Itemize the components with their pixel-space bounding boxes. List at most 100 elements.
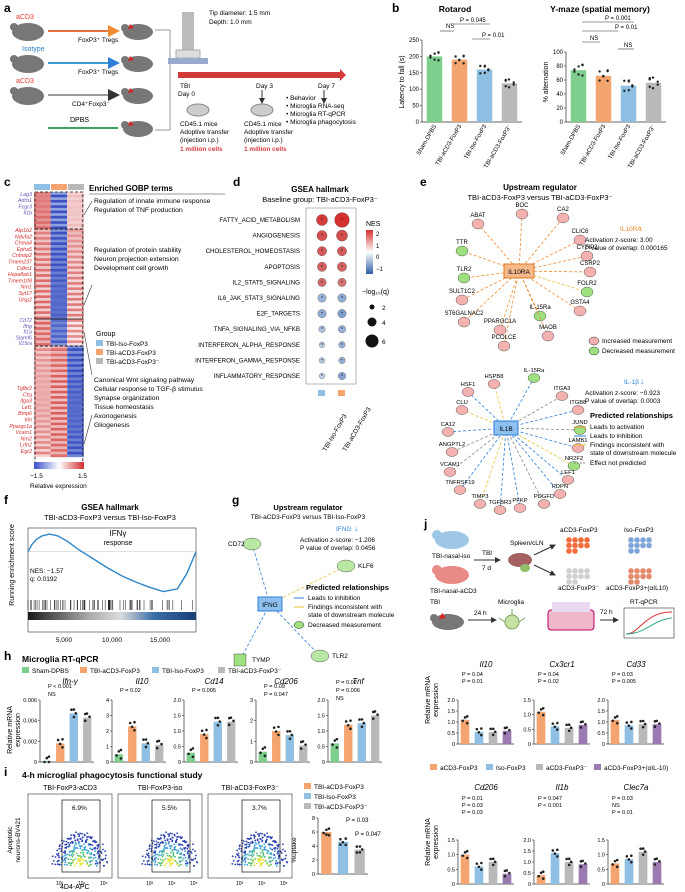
heat-cell: [50, 324, 68, 328]
flow-event: [66, 864, 69, 866]
h-legend-swatch: [152, 667, 159, 673]
flow-event: [261, 862, 264, 865]
heat-cell: [67, 274, 84, 277]
data-point: [458, 58, 461, 61]
flow-event: [239, 844, 241, 846]
heat-cell: [50, 377, 68, 381]
gene-node-label: JUND: [572, 420, 587, 426]
heat-cell: [67, 268, 84, 272]
flow-event: [251, 849, 254, 852]
heat-cell: [67, 197, 84, 201]
y-tick-label: 2.0: [597, 698, 605, 704]
cell-icon: [577, 536, 585, 544]
heat-cell: [67, 284, 84, 288]
y-tick-label: 0.002: [23, 739, 37, 745]
data-point: [579, 865, 583, 869]
heat-cell: [34, 419, 51, 423]
tbi-device: [168, 12, 208, 64]
flow-event: [251, 855, 254, 858]
flow-event: [247, 858, 250, 861]
flow-event: [187, 844, 190, 847]
y-tick-label: 1.0: [317, 729, 325, 735]
data-point: [335, 746, 339, 749]
cell-icon: [583, 542, 591, 549]
bar: [285, 735, 294, 762]
flow-event: [78, 854, 81, 857]
data-point: [581, 859, 584, 863]
q-value: q: 0.0192: [30, 576, 57, 583]
heat-cell: [34, 316, 51, 320]
j-legend-swatch: [486, 764, 493, 770]
gene-node-label: PCOLCE: [492, 335, 517, 341]
data-point: [639, 719, 642, 723]
j-tbi2: TBI: [430, 599, 440, 606]
edge: [459, 427, 507, 491]
il1b-network: HSPB8IL-15RaHSF1ITGA3ITGB8CLUJUNDCA12LAM…: [439, 368, 588, 515]
y-tick-label: 0: [452, 882, 455, 888]
data-point: [507, 78, 511, 81]
scale-max: 1.5: [78, 473, 87, 480]
f-xtick-1: 5,000: [56, 637, 73, 644]
heat-cell: [34, 245, 51, 248]
gsea-dot: [338, 341, 346, 349]
gene-node: [555, 391, 569, 401]
gobp-term: Regulation of innate immune response: [94, 198, 211, 205]
heat-cell: [50, 327, 68, 330]
heat-cell: [34, 396, 51, 399]
pred-5: Effect not predicted: [590, 460, 646, 467]
flow-event: [185, 862, 187, 865]
flow-event: [95, 865, 98, 867]
scale-min: −1.5: [30, 473, 43, 480]
h-legend-1: Sham-DPBS: [32, 668, 70, 675]
heat-cell: [50, 343, 68, 346]
flow-event: [251, 859, 254, 862]
heat-cell: [50, 409, 68, 413]
gene-node-label: TLR2: [457, 267, 472, 273]
heat-cell: [67, 303, 84, 307]
flow-event: [103, 864, 106, 867]
cluster-box: [34, 191, 84, 230]
heat-cell: [50, 319, 68, 323]
heat-cell: [34, 438, 51, 442]
flow-event: [84, 860, 87, 862]
flow-event: [172, 853, 175, 856]
flow-event: [156, 853, 159, 856]
cell-icon: [633, 578, 641, 586]
y-tick-label: 0.5: [523, 727, 531, 733]
y-tick-label: 0.5: [597, 731, 605, 737]
flow-event: [257, 842, 260, 845]
bar: [570, 70, 587, 122]
sig-star: *: [341, 249, 343, 255]
heat-cell: [50, 454, 68, 458]
gene-node: [571, 443, 585, 453]
heat-cell: [50, 348, 68, 352]
gene-node-label: CLU: [456, 400, 468, 406]
flow-event: [54, 863, 57, 866]
j-legend-4: aCD3-FoxP3+(αIL-10): [604, 765, 668, 772]
flow-event: [164, 835, 166, 838]
heat-cell: [67, 226, 84, 230]
heat-cell: [67, 290, 84, 293]
j-tbi: TBI: [482, 550, 492, 557]
flow-event: [67, 858, 70, 861]
flow-event: [88, 856, 91, 859]
flow-event: [71, 840, 74, 843]
gene-node: [573, 425, 587, 435]
heat-cell: [67, 393, 84, 397]
gene-label: Vcam1: [16, 430, 33, 436]
flow-event: [284, 857, 287, 860]
flow-event: [152, 840, 155, 843]
heat-cell: [34, 414, 51, 418]
flow-event: [246, 864, 249, 866]
gene-node-label: ABAT: [470, 213, 486, 219]
y-tick-label: 0: [178, 760, 181, 766]
heat-cell: [67, 409, 84, 413]
heat-cell: [67, 316, 84, 320]
gene-node-label: TIMP3: [471, 494, 488, 500]
data-point: [565, 857, 568, 861]
down-arrow-icon: ↓: [640, 377, 644, 386]
flow-event: [268, 865, 270, 867]
flow-title: TBI-FoxP3-aCD3: [43, 785, 97, 792]
